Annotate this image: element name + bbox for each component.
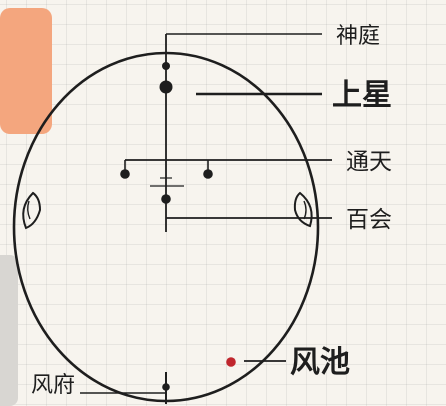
shenting-label: 神庭 — [336, 24, 380, 49]
left-ear — [22, 191, 42, 230]
right-ear-inner — [303, 200, 307, 220]
tongtian-right-point — [203, 169, 213, 179]
orange-side-panel — [0, 8, 52, 134]
left-ear-inner — [27, 200, 31, 220]
fengfu-point — [162, 383, 170, 391]
fengfu-label: 风府 — [31, 373, 75, 398]
tongtian-label: 通天 — [346, 149, 392, 175]
gray-side-panel — [0, 255, 18, 406]
shangxing-point — [159, 80, 173, 94]
baihui-point — [161, 194, 171, 204]
fengchi-label: 风池 — [290, 345, 350, 380]
tongtian-left-point — [120, 169, 130, 179]
fengchi-point — [226, 357, 236, 367]
baihui-label: 百会 — [346, 207, 392, 233]
right-ear — [293, 191, 313, 228]
shangxing-label: 上星 — [332, 78, 392, 113]
shenting-point — [162, 62, 170, 70]
